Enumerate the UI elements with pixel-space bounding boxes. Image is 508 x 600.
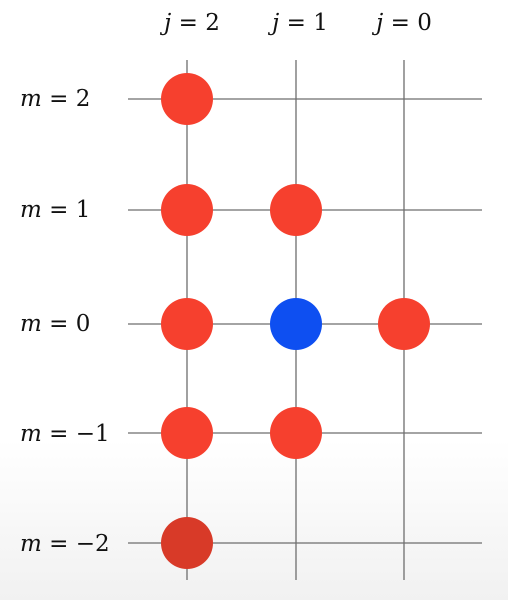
row-label-m0: m = 0 — [20, 311, 90, 337]
state-dot-j2-mminus1 — [161, 407, 213, 459]
state-dot-j2-m0 — [161, 298, 213, 350]
row-label-m-minus2: m = −2 — [20, 531, 110, 557]
state-dot-j1-mminus1 — [270, 407, 322, 459]
state-dots — [161, 73, 430, 569]
col-label-j2: j = 2 — [159, 10, 220, 36]
row-label-m1: m = 1 — [20, 197, 90, 223]
state-dot-j2-m1 — [161, 184, 213, 236]
col-label-j1: j = 1 — [267, 10, 328, 36]
row-label-m2: m = 2 — [20, 86, 90, 112]
state-dot-j2-m2 — [161, 73, 213, 125]
state-dot-j0-m0 — [378, 298, 430, 350]
col-label-j0: j = 0 — [371, 10, 432, 36]
highlighted-state-dot-j1-m0 — [270, 298, 322, 350]
row-label-m-minus1: m = −1 — [20, 421, 110, 447]
state-dot-j1-m1 — [270, 184, 322, 236]
state-dot-j2-mminus2 — [161, 517, 213, 569]
